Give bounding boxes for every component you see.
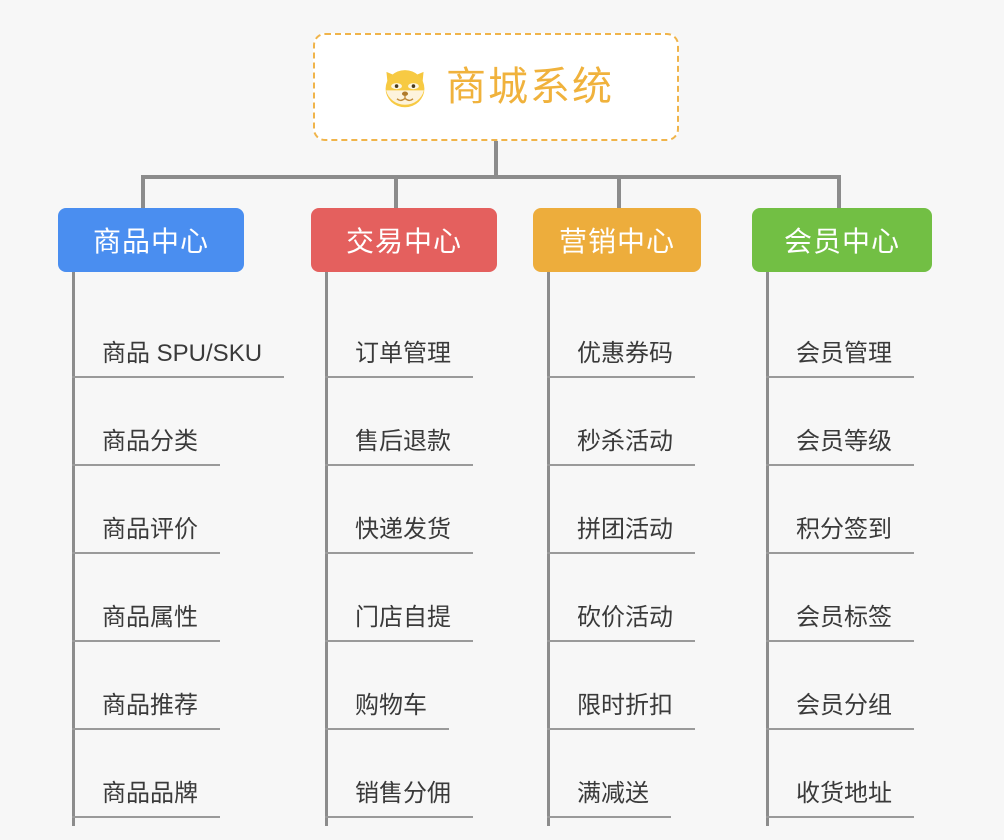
leaf-item[interactable]: 积分签到 (752, 466, 932, 554)
leaf-item-label: 优惠券码 (547, 340, 695, 378)
leaf-item[interactable]: 满减送 (533, 730, 701, 818)
leaf-item-label: 售后退款 (325, 428, 473, 466)
connector-drop-3 (617, 175, 621, 209)
leaf-item-label: 满减送 (547, 780, 671, 818)
leaf-list-1: 商品 SPU/SKU 商品分类 商品评价 商品属性 商品推荐 商品品牌 (58, 272, 285, 818)
leaf-item-label: 会员分组 (766, 692, 914, 730)
category-column-2: 交易中心 订单管理 售后退款 快递发货 门店自提 购物车 销售分佣 (311, 208, 497, 826)
leaf-item-label: 会员标签 (766, 604, 914, 642)
category-header-4[interactable]: 会员中心 (752, 208, 932, 272)
category-header-label: 营销中心 (558, 226, 675, 257)
category-header-2[interactable]: 交易中心 (311, 208, 497, 272)
leaf-item-label: 秒杀活动 (547, 428, 695, 466)
category-header-label: 交易中心 (345, 226, 462, 257)
leaf-item[interactable]: 秒杀活动 (533, 378, 701, 466)
leaf-list-2: 订单管理 售后退款 快递发货 门店自提 购物车 销售分佣 (311, 272, 497, 818)
leaf-item[interactable]: 优惠券码 (533, 290, 701, 378)
leaf-item-label: 订单管理 (325, 340, 473, 378)
leaf-item[interactable]: 快递发货 (311, 466, 497, 554)
leaf-item-label: 积分签到 (766, 516, 914, 554)
leaf-item[interactable]: 收货地址 (752, 730, 932, 818)
leaf-item[interactable]: 会员标签 (752, 554, 932, 642)
connector-drop-4 (837, 175, 841, 209)
leaf-item[interactable]: 商品品牌 (58, 730, 244, 818)
category-column-3: 营销中心 优惠券码 秒杀活动 拼团活动 砍价活动 限时折扣 满减送 (533, 208, 701, 826)
leaf-item-label: 拼团活动 (547, 516, 695, 554)
root-node[interactable]: 商城系统 (313, 33, 679, 141)
leaf-item-label: 快递发货 (325, 516, 473, 554)
leaf-item[interactable]: 会员等级 (752, 378, 932, 466)
category-column-4: 会员中心 会员管理 会员等级 积分签到 会员标签 会员分组 收货地址 (752, 208, 932, 826)
leaf-item-label: 门店自提 (325, 604, 473, 642)
leaf-item-label: 砍价活动 (547, 604, 695, 642)
leaf-item-label: 商品推荐 (72, 692, 220, 730)
leaf-item[interactable]: 商品评价 (58, 466, 244, 554)
leaf-item-label: 商品分类 (72, 428, 220, 466)
leaf-item[interactable]: 拼团活动 (533, 466, 701, 554)
leaf-item-label: 销售分佣 (325, 780, 473, 818)
category-header-label: 会员中心 (783, 226, 900, 257)
leaf-item[interactable]: 购物车 (311, 642, 497, 730)
leaf-item-label: 商品评价 (72, 516, 220, 554)
leaf-item[interactable]: 会员管理 (752, 290, 932, 378)
leaf-item[interactable]: 订单管理 (311, 290, 497, 378)
leaf-item-label: 购物车 (325, 692, 449, 730)
leaf-item-label: 商品品牌 (72, 780, 220, 818)
leaf-item-label: 会员等级 (766, 428, 914, 466)
leaf-item[interactable]: 商品属性 (58, 554, 244, 642)
category-column-1: 商品中心 商品 SPU/SKU 商品分类 商品评价 商品属性 商品推荐 商品品牌 (58, 208, 285, 826)
category-spine-3 (547, 272, 550, 826)
leaf-list-4: 会员管理 会员等级 积分签到 会员标签 会员分组 收货地址 (752, 272, 932, 818)
connector-drop-1 (141, 175, 145, 209)
leaf-item[interactable]: 砍价活动 (533, 554, 701, 642)
category-spine-2 (325, 272, 328, 826)
category-header-1[interactable]: 商品中心 (58, 208, 244, 272)
leaf-item[interactable]: 商品分类 (58, 378, 244, 466)
leaf-item[interactable]: 商品 SPU/SKU (58, 290, 285, 378)
leaf-item[interactable]: 销售分佣 (311, 730, 497, 818)
leaf-item-label: 商品 SPU/SKU (72, 340, 285, 378)
leaf-item[interactable]: 限时折扣 (533, 642, 701, 730)
root-title: 商城系统 (446, 65, 614, 109)
shiba-dog-face-icon (378, 60, 432, 114)
leaf-item[interactable]: 门店自提 (311, 554, 497, 642)
category-spine-1 (72, 272, 75, 826)
category-header-3[interactable]: 营销中心 (533, 208, 701, 272)
leaf-item-label: 商品属性 (72, 604, 220, 642)
leaf-item[interactable]: 会员分组 (752, 642, 932, 730)
leaf-item[interactable]: 售后退款 (311, 378, 497, 466)
leaf-item[interactable]: 商品推荐 (58, 642, 244, 730)
category-header-label: 商品中心 (92, 226, 209, 257)
connector-root-stem (494, 141, 498, 177)
leaf-item-label: 限时折扣 (547, 692, 695, 730)
connector-drop-2 (394, 175, 398, 209)
category-spine-4 (766, 272, 769, 826)
leaf-item-label: 收货地址 (766, 780, 914, 818)
leaf-list-3: 优惠券码 秒杀活动 拼团活动 砍价活动 限时折扣 满减送 (533, 272, 701, 818)
connector-horizontal-bus (141, 175, 841, 179)
leaf-item-label: 会员管理 (766, 340, 914, 378)
